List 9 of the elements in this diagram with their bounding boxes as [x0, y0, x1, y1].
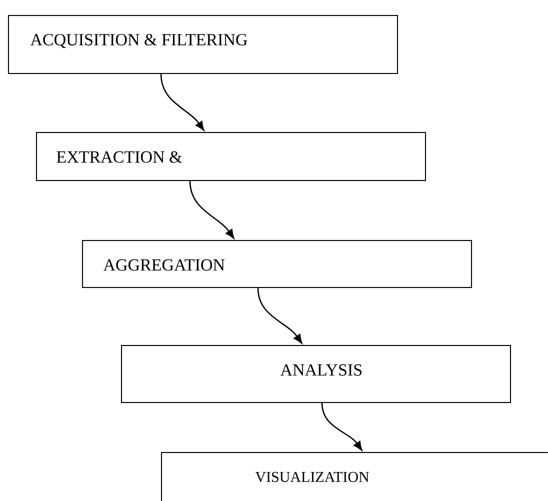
process-box: ACQUISITION & FILTERING — [8, 15, 398, 74]
process-box: AGGREGATION — [82, 240, 472, 288]
arrow — [321, 402, 362, 451]
arrow — [160, 74, 204, 131]
arrow — [189, 180, 234, 239]
process-box: VISUALIZATION — [161, 452, 548, 501]
process-box: EXTRACTION & — [36, 132, 426, 181]
process-box: ANALYSIS — [121, 345, 511, 403]
arrow — [257, 288, 302, 344]
